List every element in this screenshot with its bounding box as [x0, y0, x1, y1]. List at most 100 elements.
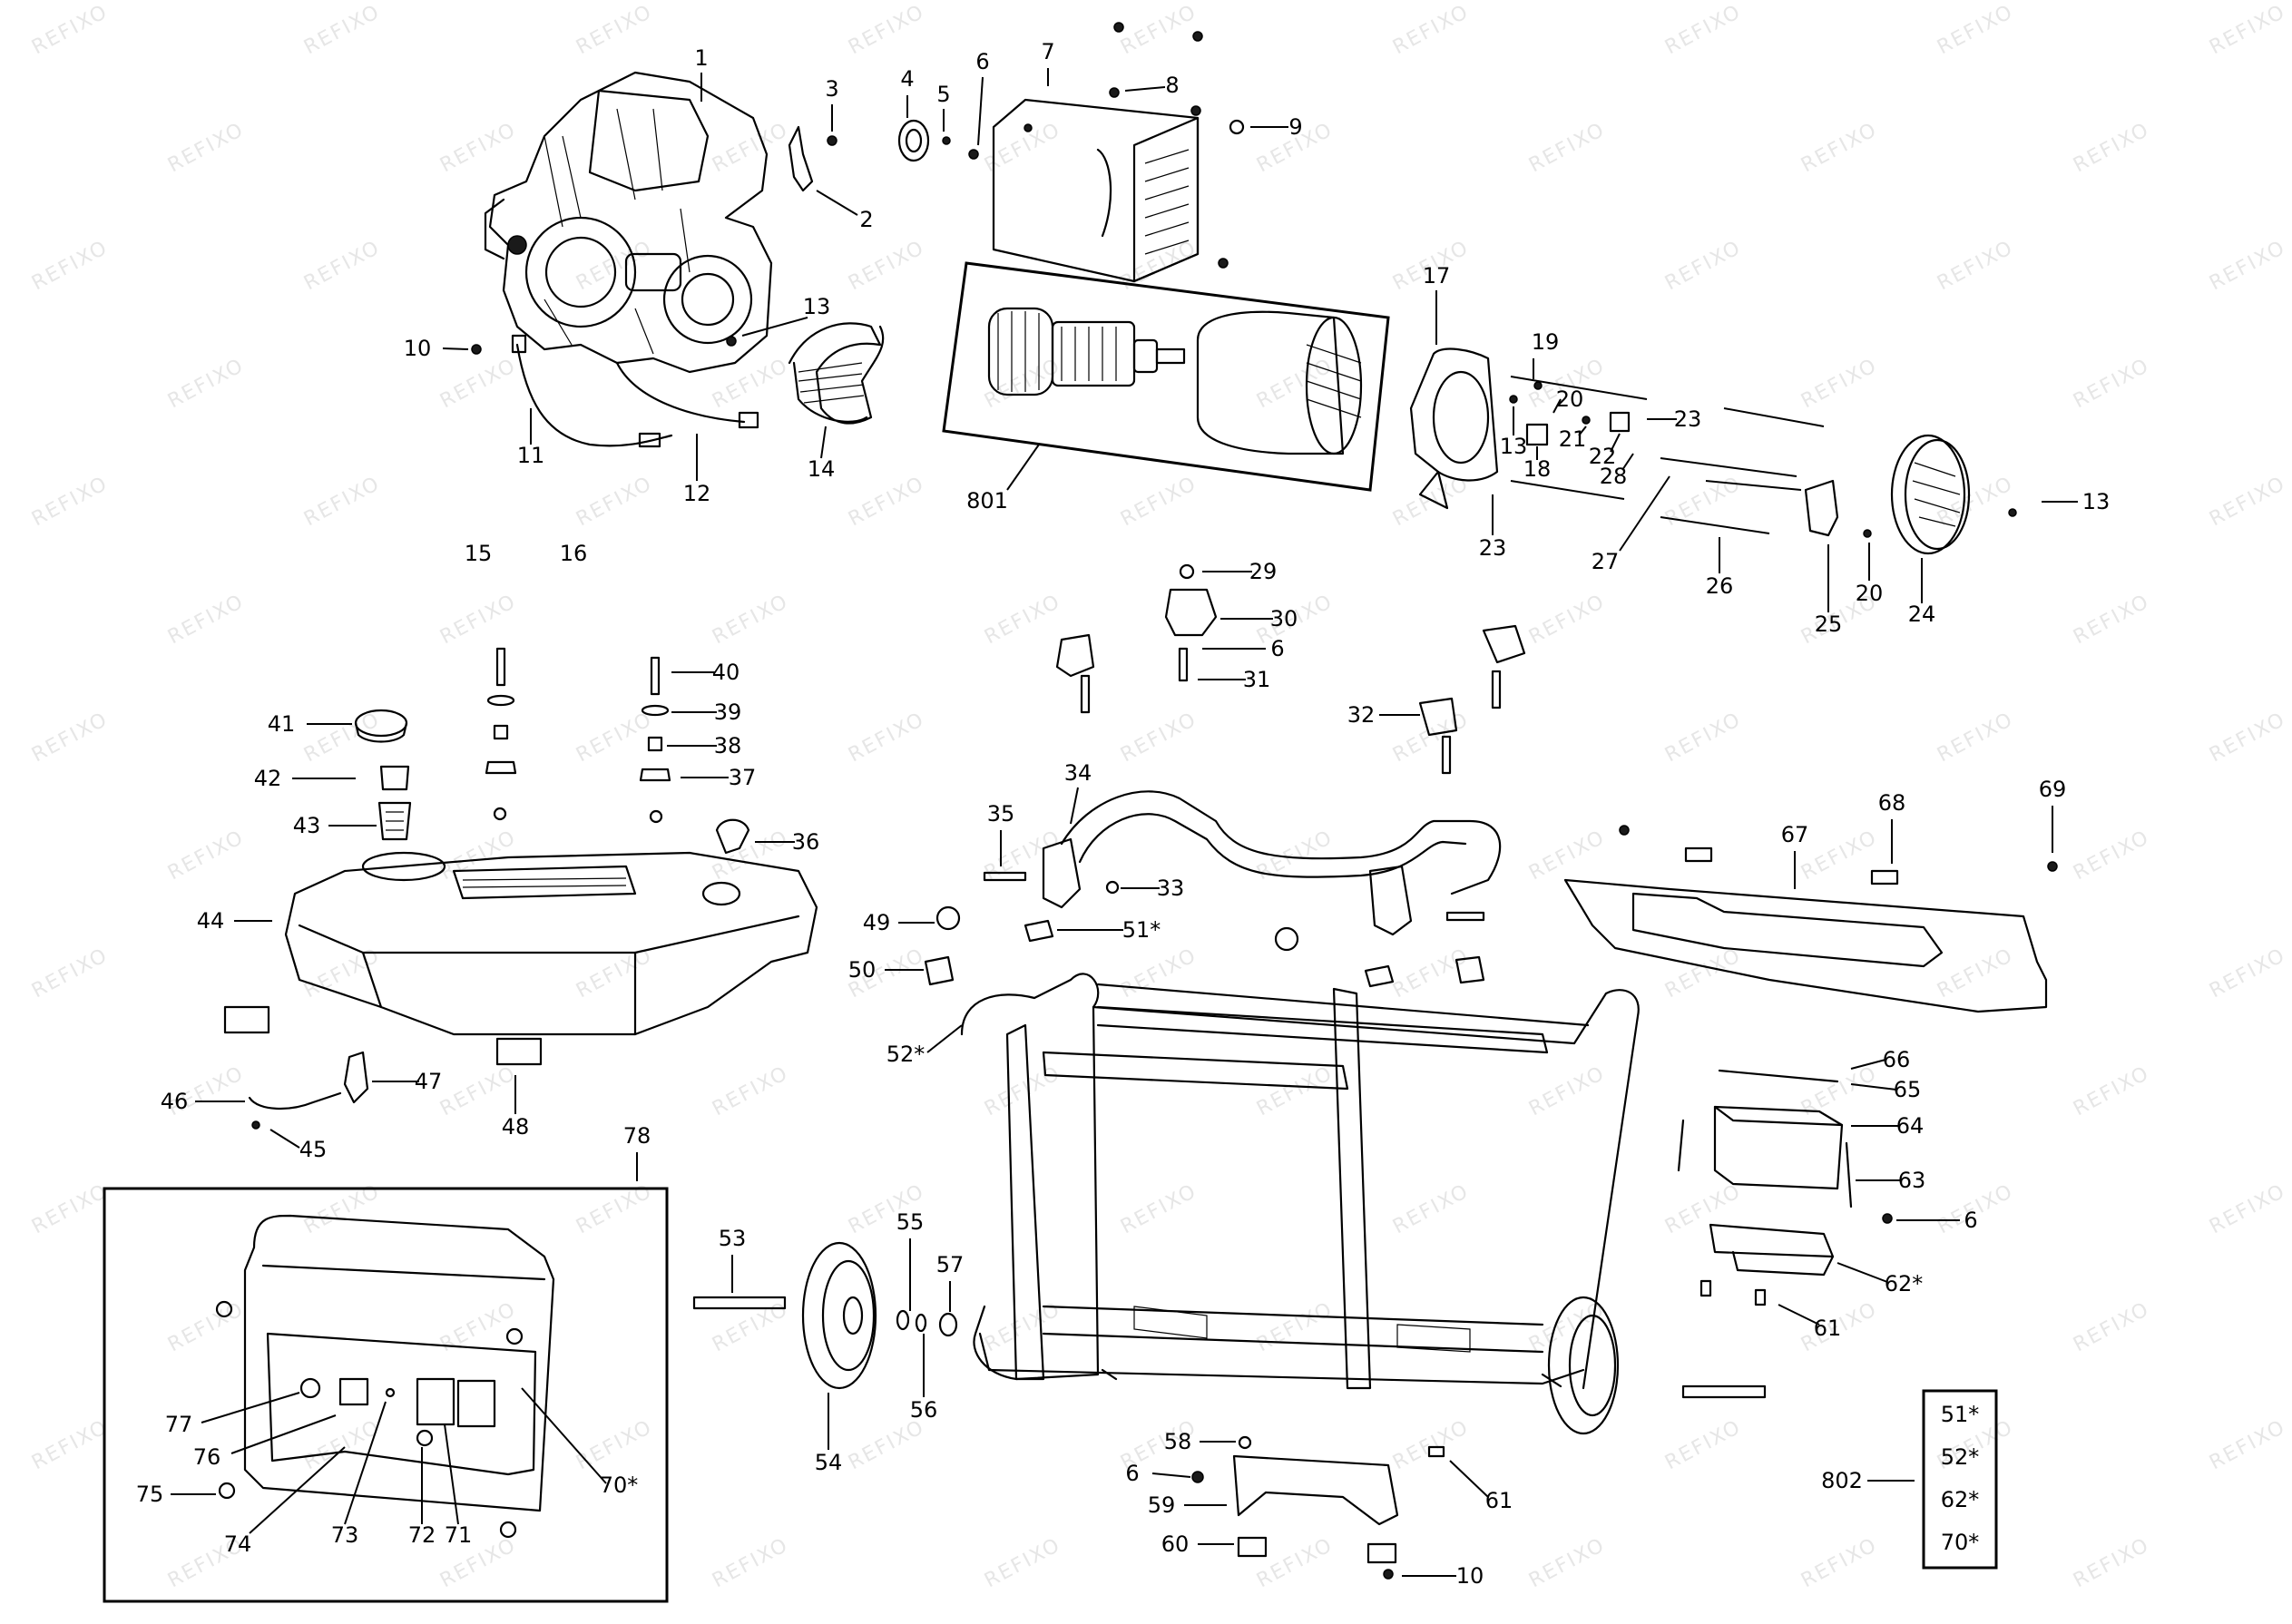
callout-c20b: 20 — [1856, 581, 1884, 606]
watermark-text: REFIXO — [1797, 354, 1881, 413]
watermark-text: REFIXO — [1797, 1533, 1881, 1592]
callout-c48: 48 — [502, 1114, 530, 1140]
grommet-37b — [639, 768, 671, 782]
callout-c77: 77 — [165, 1412, 193, 1437]
holder-18 — [1525, 423, 1549, 446]
watermark-text: REFIXO — [28, 1415, 112, 1474]
nut-6c — [1882, 1213, 1893, 1224]
callout-c33: 33 — [1157, 876, 1185, 901]
screw-3 — [827, 135, 837, 146]
leader-line-c22 — [1610, 433, 1621, 453]
callout-c68: 68 — [1878, 790, 1906, 816]
callout-c41: 41 — [268, 711, 296, 737]
watermark-text: REFIXO — [1525, 1061, 1609, 1120]
watermark-text: REFIXO — [1934, 944, 2017, 1003]
watermark-text: REFIXO — [1389, 708, 1473, 767]
leader-line-c71 — [444, 1423, 459, 1525]
panel-67-slot — [1631, 892, 1944, 968]
tray-62 — [1709, 1223, 1835, 1258]
watermark-text: REFIXO — [436, 590, 520, 649]
watermark-text: REFIXO — [1797, 118, 1881, 177]
kit-802-box — [1922, 1389, 1998, 1570]
callout-c15: 15 — [465, 541, 493, 566]
watermark-text: REFIXO — [1389, 1415, 1473, 1474]
cap-50-right — [1455, 955, 1485, 984]
wheel-54-rim — [821, 1259, 876, 1372]
leader-line-c65 — [1850, 1083, 1897, 1091]
bolt-61a — [1699, 1279, 1712, 1297]
watermark-text: REFIXO — [2206, 1179, 2289, 1238]
handle-bracket-right — [1368, 865, 1413, 936]
bolt-9 — [1229, 119, 1245, 135]
callout-c12: 12 — [683, 481, 711, 506]
wire-harness — [515, 343, 673, 447]
grommet-37a — [485, 760, 517, 775]
handle-34 — [1060, 790, 1502, 895]
watermark-text: REFIXO — [436, 826, 520, 885]
callout-c75: 75 — [136, 1482, 164, 1507]
screw-panel-tr — [505, 1327, 524, 1345]
callout-c7: 7 — [1041, 39, 1054, 64]
cap-50 — [924, 955, 955, 986]
callout-c17: 17 — [1423, 263, 1451, 289]
leader-line-c21 — [1578, 426, 1587, 436]
watermark-text: REFIXO — [1525, 118, 1609, 177]
screw-20b — [1863, 529, 1872, 538]
fuel-valve-47 — [343, 1051, 369, 1104]
watermark-text: REFIXO — [709, 354, 792, 413]
leader-line-c62a — [1837, 1262, 1888, 1283]
watermark-text: REFIXO — [573, 0, 656, 59]
screw-13b — [1509, 395, 1518, 404]
watermark-text: REFIXO — [1117, 472, 1200, 531]
bolt-35 — [983, 871, 1027, 882]
watermark-text: REFIXO — [1525, 1533, 1609, 1592]
watermark-text: REFIXO — [300, 472, 384, 531]
watermark-text: REFIXO — [709, 118, 792, 177]
watermark-layer: REFIXO REFIXO REFIXO REFIXO REFIXO REFIXO REFI… — [28, 0, 2289, 1592]
callout-c26: 26 — [1706, 573, 1734, 599]
leader-line-c70a — [521, 1387, 607, 1484]
callout-c1: 1 — [694, 45, 708, 71]
leader-line-c2 — [816, 190, 858, 216]
end-bell-17 — [1409, 347, 1499, 510]
watermark-text: REFIXO — [1117, 708, 1200, 767]
callout-c27: 27 — [1592, 549, 1620, 574]
leader-line-c66 — [1850, 1059, 1886, 1070]
pad-60 — [1237, 1536, 1268, 1558]
hose-46 — [248, 1091, 342, 1110]
callout-c16: 16 — [560, 541, 588, 566]
nut-29 — [1179, 563, 1195, 580]
watermark-text: REFIXO — [573, 708, 656, 767]
screw-panel-br — [499, 1521, 517, 1539]
callout-c50: 50 — [848, 957, 877, 983]
callout-c69: 69 — [2039, 777, 2067, 802]
kit-802-item: 51* — [1941, 1402, 1980, 1427]
callout-c49: 49 — [863, 910, 891, 935]
connector-11b — [638, 432, 661, 448]
leader-line-c8 — [1124, 86, 1166, 92]
axle-53 — [692, 1296, 787, 1310]
watermark-text: REFIXO — [981, 1533, 1064, 1592]
panel-67 — [1563, 878, 2048, 1013]
bolt-61c — [1427, 1445, 1445, 1458]
watermark-text: REFIXO — [1661, 472, 1745, 531]
leader-line-c74 — [249, 1446, 346, 1534]
watermark-text: REFIXO — [300, 236, 384, 295]
leader-line-c61a — [1778, 1304, 1820, 1326]
leader-line-c52a — [926, 1024, 963, 1053]
callout-c23a: 23 — [1674, 406, 1702, 432]
watermark-text: REFIXO — [1253, 1061, 1337, 1120]
watermark-text: REFIXO — [845, 472, 928, 531]
control-panel-70 — [243, 1214, 555, 1512]
leader-lines — [171, 68, 2078, 1577]
watermark-text: REFIXO — [436, 118, 520, 177]
wheel-54 — [801, 1241, 877, 1390]
rotor-stator-801 — [942, 261, 1390, 492]
callout-c31: 31 — [1243, 667, 1271, 692]
callout-c58: 58 — [1164, 1429, 1192, 1454]
callout-c51a: 51* — [1122, 917, 1161, 943]
callout-c67: 67 — [1781, 822, 1809, 847]
callout-c13a: 13 — [803, 294, 831, 319]
watermark-text: REFIXO — [28, 944, 112, 1003]
watermark-text: REFIXO — [709, 1061, 792, 1120]
